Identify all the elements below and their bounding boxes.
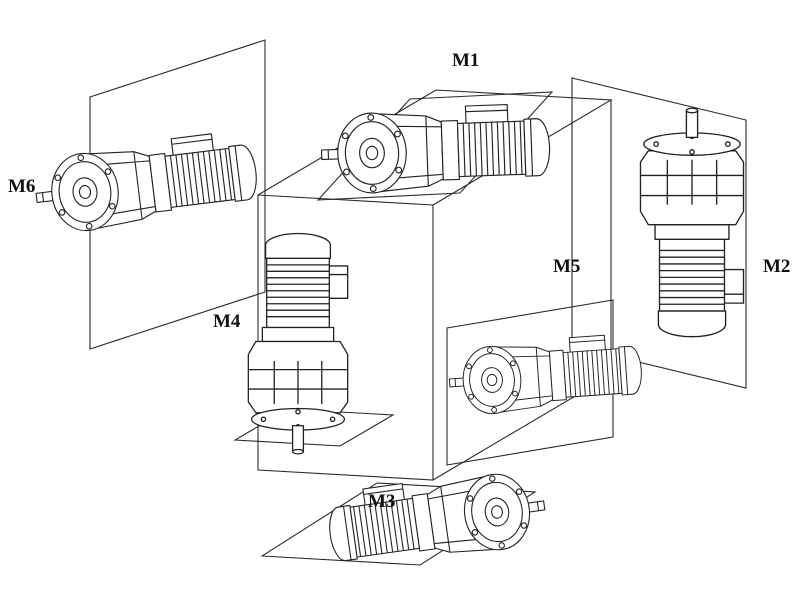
label-m3: M3 (368, 491, 395, 512)
mounting-plane-m6 (89, 39, 266, 350)
mounting-plane-m5 (446, 299, 614, 466)
gearmotor-m6-illustration (30, 128, 262, 237)
gearmotor-m4-illustration (247, 232, 349, 455)
gearmotor-m1-illustration (319, 102, 552, 196)
gearmotor-m2-illustration (639, 107, 745, 338)
label-m1: M1 (452, 50, 479, 71)
label-m4: M4 (213, 311, 241, 332)
gearmotor-m5-illustration (446, 332, 645, 417)
label-m6: M6 (8, 176, 35, 197)
gearmotor-m3-illustration (324, 463, 551, 574)
label-m2: M2 (763, 256, 790, 277)
mounting-plane-m2 (571, 77, 747, 389)
label-m5: M5 (553, 256, 580, 277)
